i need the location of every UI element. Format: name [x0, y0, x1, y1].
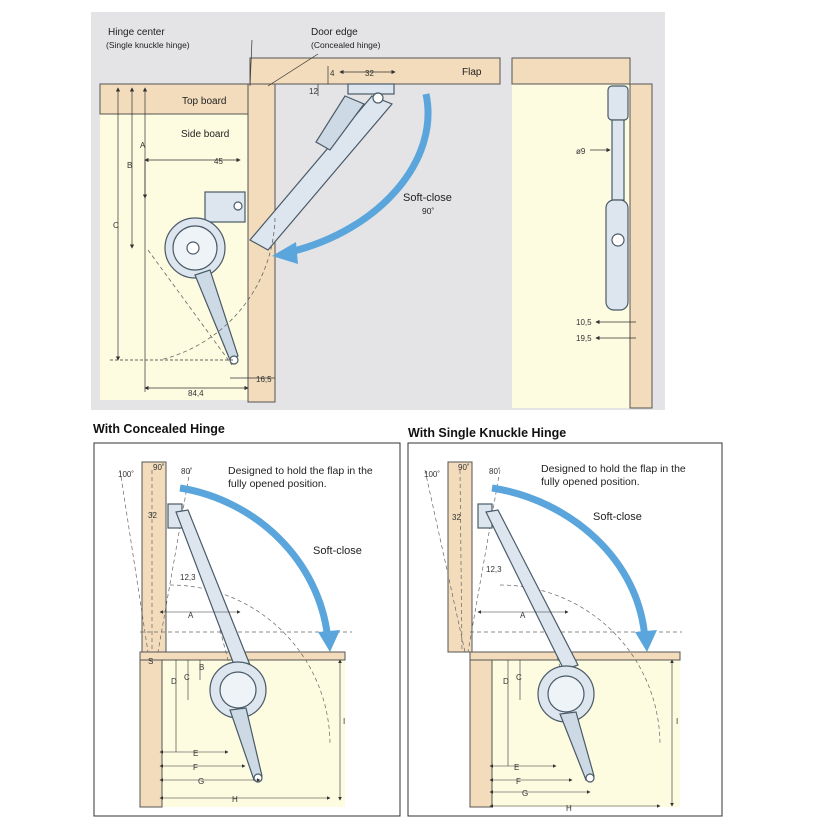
concealed-soft-close-arrow [179, 484, 332, 641]
knuckle-soft-close-arrow [491, 484, 649, 641]
concealed-soft-close-label: Soft-close [313, 545, 362, 557]
concealed-dim-32: 32 [148, 511, 157, 520]
knuckle-hinge-panel: With Single Knuckle Hinge [407, 426, 723, 817]
dim-32: 32 [365, 69, 374, 78]
soft-close-arrow [289, 93, 432, 256]
knuckle-soft-close-label: Soft-close [593, 511, 642, 523]
door-edge-label: Door edge [311, 27, 358, 38]
stay-arm-upper [315, 95, 365, 151]
top-board [99, 83, 253, 115]
swing-arc [159, 217, 276, 361]
damper-rod [194, 269, 239, 361]
knuckle-angle-80: 80˚ [489, 467, 501, 476]
flap-bracket [347, 83, 395, 95]
mount-plate [204, 191, 246, 223]
knuckle-dim-d: D [503, 677, 509, 686]
knuckle-dim-i: I [676, 717, 678, 726]
hinge-center-sublabel: (Single knuckle hinge) [106, 40, 190, 50]
top-diagram: Hinge center (Single knuckle hinge) Door… [91, 12, 665, 410]
knuckle-dim-c: C [516, 673, 522, 682]
soft-close-label: Soft-close [403, 192, 452, 204]
dim-b: B [127, 161, 132, 170]
knuckle-angle-90: 90˚ [458, 463, 470, 472]
dimension-lines [110, 39, 636, 392]
knuckle-dim-f: F [516, 777, 521, 786]
knuckle-stay [477, 503, 595, 783]
soft-close-angle: 90˚ [422, 206, 434, 216]
concealed-note-line1: Designed to hold the flap in the [228, 465, 373, 477]
concealed-dim-h: H [232, 795, 238, 804]
concealed-hinge-panel: With Concealed Hinge [93, 422, 401, 817]
concealed-dim-g: G [198, 777, 204, 786]
dim-4: 4 [330, 69, 335, 78]
dim-c: C [113, 221, 119, 230]
dim-diameter-9: ø9 [576, 147, 586, 156]
concealed-note-line2: fully opened position. [228, 478, 327, 490]
concealed-dim-b: B [199, 663, 204, 672]
knuckle-note-line2: fully opened position. [541, 476, 640, 488]
knuckle-heading: With Single Knuckle Hinge [408, 426, 566, 440]
dim-16-5: 16,5 [256, 375, 272, 384]
dim-84-4: 84,4 [188, 389, 204, 398]
dim-a: A [140, 141, 146, 150]
knuckle-angle-100: 100˚ [424, 470, 440, 479]
side-board-side [629, 83, 653, 409]
dim-10-5: 10,5 [576, 318, 592, 327]
knuckle-flap-open [447, 461, 473, 653]
dim-45: 45 [214, 157, 223, 166]
knuckle-note-line1: Designed to hold the flap in the [541, 463, 686, 475]
concealed-angle-90: 90˚ [153, 463, 165, 472]
concealed-flap-open [141, 461, 167, 653]
concealed-angle-100: 100˚ [118, 470, 134, 479]
concealed-dim-i: I [343, 717, 345, 726]
hinge-center-label: Hinge center [108, 27, 165, 38]
stay-mechanism [164, 83, 395, 365]
concealed-stay [167, 503, 267, 783]
concealed-dim-12-3: 12,3 [180, 573, 196, 582]
flap-panel-side [511, 57, 631, 85]
side-view-stay [605, 85, 629, 311]
concealed-dim-d: D [171, 677, 177, 686]
stay-arm [249, 95, 393, 251]
concealed-dim-a: A [188, 611, 194, 620]
concealed-dim-e: E [193, 749, 198, 758]
knuckle-dim-g: G [522, 789, 528, 798]
concealed-angle-80: 80˚ [181, 467, 193, 476]
concealed-dim-c: C [184, 673, 190, 682]
dim-19-5: 19,5 [576, 334, 592, 343]
flap-label: Flap [462, 67, 482, 78]
knuckle-dim-32: 32 [452, 513, 461, 522]
concealed-dim-f: F [193, 763, 198, 772]
top-board-label: Top board [182, 96, 226, 107]
knuckle-dim-12-3: 12,3 [486, 565, 502, 574]
knuckle-dim-a: A [520, 611, 526, 620]
knuckle-dim-e: E [514, 763, 519, 772]
door-edge-sublabel: (Concealed hinge) [311, 40, 381, 50]
knuckle-dim-h: H [566, 804, 572, 813]
concealed-dim-s: S [148, 657, 153, 666]
dim-12: 12 [309, 87, 318, 96]
side-board-label: Side board [181, 129, 229, 140]
concealed-heading: With Concealed Hinge [93, 422, 225, 436]
